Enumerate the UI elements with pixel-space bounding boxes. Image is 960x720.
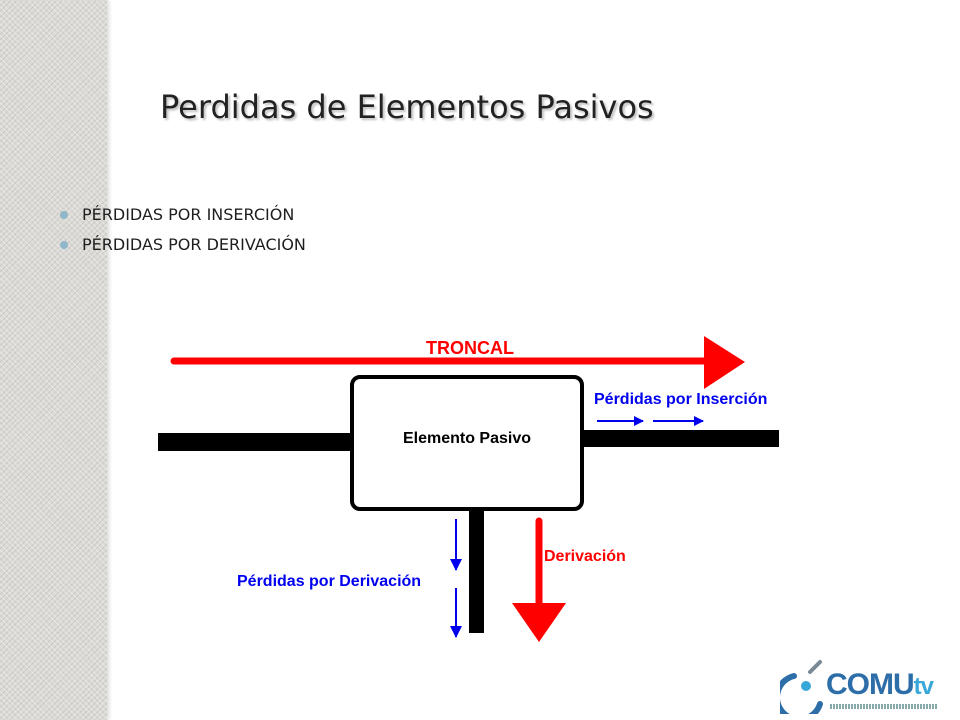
decorative-left-strip [0, 0, 107, 720]
element-label: Elemento Pasivo [403, 430, 531, 447]
slide-title: Perdidas de Elementos Pasivos [160, 88, 654, 126]
bullet-item: PÉRDIDAS POR DERIVACIÓN [58, 230, 306, 260]
derivation-label: Derivación [544, 548, 626, 565]
troncal-label: TRONCAL [426, 338, 514, 358]
derivation-arrow [512, 517, 566, 642]
trunk-output-line [582, 430, 779, 447]
insertion-loss-label: Pérdidas por Inserción [594, 391, 767, 408]
logo-tagline [830, 704, 938, 709]
derivation-loss-label: Pérdidas por Derivación [237, 573, 421, 590]
passive-element-box [350, 375, 584, 511]
satellite-dish-icon [780, 660, 823, 714]
bullet-item: PÉRDIDAS POR INSERCIÓN [58, 200, 306, 230]
bullet-text: PÉRDIDAS POR INSERCIÓN [82, 205, 295, 224]
bullet-text: PÉRDIDAS POR DERIVACIÓN [82, 235, 306, 254]
troncal-arrow [170, 336, 745, 389]
derivation-line [469, 509, 484, 633]
bullet-dot-icon [60, 211, 68, 219]
comutv-logo: COMUtv [780, 656, 940, 718]
logo-brand-main: COMU [826, 668, 915, 701]
logo-brand-suffix: tv [913, 673, 934, 700]
trunk-input-line [158, 433, 354, 451]
bullet-list: PÉRDIDAS POR INSERCIÓN PÉRDIDAS POR DERI… [58, 200, 306, 260]
bullet-dot-icon [60, 241, 68, 249]
logo-text: COMUtv [826, 668, 934, 702]
